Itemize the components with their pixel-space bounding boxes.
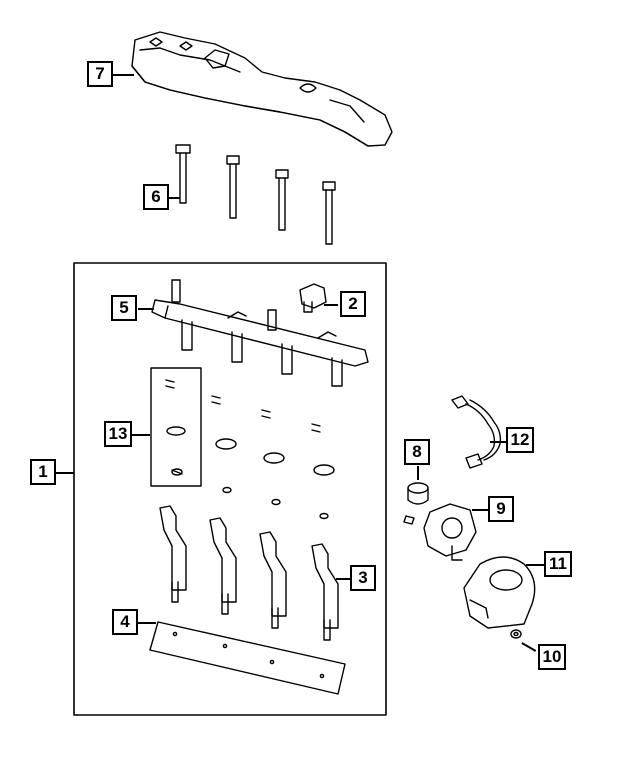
pump-housing-part (463, 556, 536, 629)
fuel-pump-part (403, 503, 477, 561)
cap-part (407, 482, 429, 505)
leader-2 (324, 304, 338, 306)
leader-11 (526, 564, 544, 566)
leader-6 (168, 197, 180, 199)
callout-4: 4 (112, 609, 138, 635)
callout-2: 2 (340, 291, 366, 317)
washer-part (510, 629, 522, 639)
loose-seals-part (211, 395, 335, 520)
callout-8: 8 (404, 439, 430, 465)
leader-1 (56, 472, 74, 474)
wire-harness-part (451, 395, 502, 469)
leader-12 (490, 441, 506, 443)
callout-13: 13 (104, 421, 132, 447)
fuel-rail-part (151, 279, 369, 387)
engine-cover-part (131, 31, 393, 147)
callout-12: 12 (506, 427, 534, 453)
leader-3 (336, 578, 350, 580)
callout-10: 10 (538, 644, 566, 670)
leader-5 (138, 308, 154, 310)
callout-6: 6 (143, 184, 169, 210)
callout-1: 1 (30, 459, 56, 485)
leader-9 (472, 509, 488, 511)
seal-kit-part (150, 367, 202, 487)
injectors-part (159, 505, 339, 641)
leader-4 (138, 622, 156, 624)
leader-7 (112, 74, 134, 76)
bolts-part (175, 144, 336, 245)
callout-3: 3 (350, 565, 376, 591)
pressure-sensor-part (299, 283, 327, 313)
leader-8 (417, 466, 419, 480)
gasket-plate-part (149, 621, 346, 695)
callout-7: 7 (87, 61, 113, 87)
leader-13 (132, 434, 150, 436)
callout-9: 9 (488, 496, 514, 522)
kit-group-border (73, 262, 387, 716)
callout-5: 5 (111, 295, 137, 321)
callout-11: 11 (544, 551, 572, 577)
